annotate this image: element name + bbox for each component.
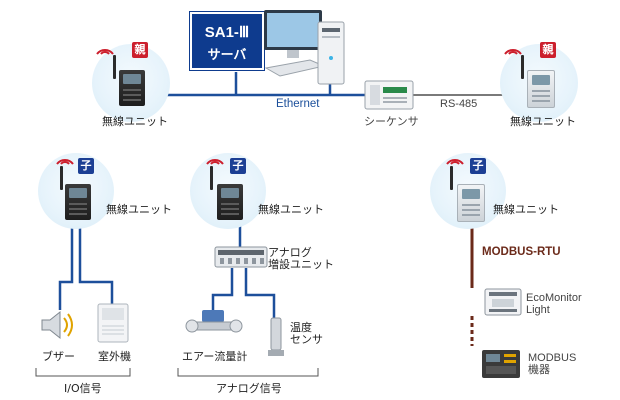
ethernet-label: Ethernet [276, 98, 320, 110]
analog-signal-label: アナログ信号 [216, 382, 282, 395]
computer-icon [264, 10, 345, 85]
sequencer-label: シーケンサ [364, 116, 419, 128]
antenna-icon [521, 55, 524, 79]
wifi-icon [206, 159, 224, 165]
ecomonitor-icon [484, 288, 522, 316]
antenna-icon [450, 166, 453, 190]
antenna-icon [60, 166, 63, 190]
wireless-unit-child-modbus [457, 184, 485, 222]
outdoor-unit-icon [97, 303, 129, 343]
io-bracket [35, 368, 131, 377]
child-badge-analog: 子 [230, 158, 246, 174]
wireless-unit-label: 無線ユニット [106, 203, 172, 216]
outdoor-unit-label: 室外機 [98, 350, 131, 363]
modbus-rtu-label: MODBUS-RTU [482, 246, 561, 258]
wireless-unit-label: 無線ユニット [510, 115, 576, 128]
wireless-unit-label: 無線ユニット [493, 203, 559, 216]
modbus-device-label: MODBUS 機器 [528, 352, 577, 376]
child-badge-io: 子 [78, 158, 94, 174]
wireless-unit-child-io [65, 184, 91, 220]
parent-badge-left: 親 [132, 42, 148, 58]
analog-wire-flow [211, 268, 234, 312]
child-badge-modbus: 子 [470, 158, 486, 174]
wireless-unit-label: 無線ユニット [258, 203, 324, 216]
antenna-icon [210, 166, 213, 190]
wifi-icon [96, 49, 114, 55]
analog-bracket [177, 368, 319, 377]
antenna-icon [113, 55, 116, 79]
wifi-icon [504, 49, 522, 55]
parent-badge-right: 親 [540, 42, 556, 58]
air-flow-meter-icon [185, 310, 243, 333]
wireless-unit-parent-right [527, 70, 555, 108]
ecomonitor-label: EcoMonitor Light [526, 292, 582, 316]
io-signal-label: I/O信号 [64, 382, 102, 395]
analog-wire-temp [244, 268, 276, 318]
wifi-icon [446, 159, 464, 165]
io-wire-outdoor [78, 218, 114, 305]
wireless-unit-label: 無線ユニット [102, 115, 168, 128]
sequencer-icon [364, 80, 414, 110]
temperature-sensor-label: 温度 センサ [290, 321, 323, 346]
air-flow-meter-label: エアー流量計 [182, 350, 248, 363]
modbus-device-icon [482, 350, 520, 378]
wireless-unit-parent-left [119, 70, 145, 106]
server-title: SA1-Ⅲ [204, 24, 250, 41]
buzzer-icon [41, 310, 73, 340]
rs485-label: RS-485 [440, 98, 478, 110]
analog-expansion-label: アナログ 増設ユニット [268, 246, 334, 271]
wireless-unit-child-analog [217, 184, 243, 220]
io-wire-buzzer [58, 218, 74, 310]
buzzer-label: ブザー [42, 350, 75, 363]
server-badge: SA1-Ⅲ サーバ [190, 12, 264, 70]
wifi-icon [56, 159, 74, 165]
analog-expansion-unit-icon [214, 246, 268, 268]
server-subtitle: サーバ [207, 48, 247, 63]
temperature-sensor-icon [268, 317, 284, 356]
